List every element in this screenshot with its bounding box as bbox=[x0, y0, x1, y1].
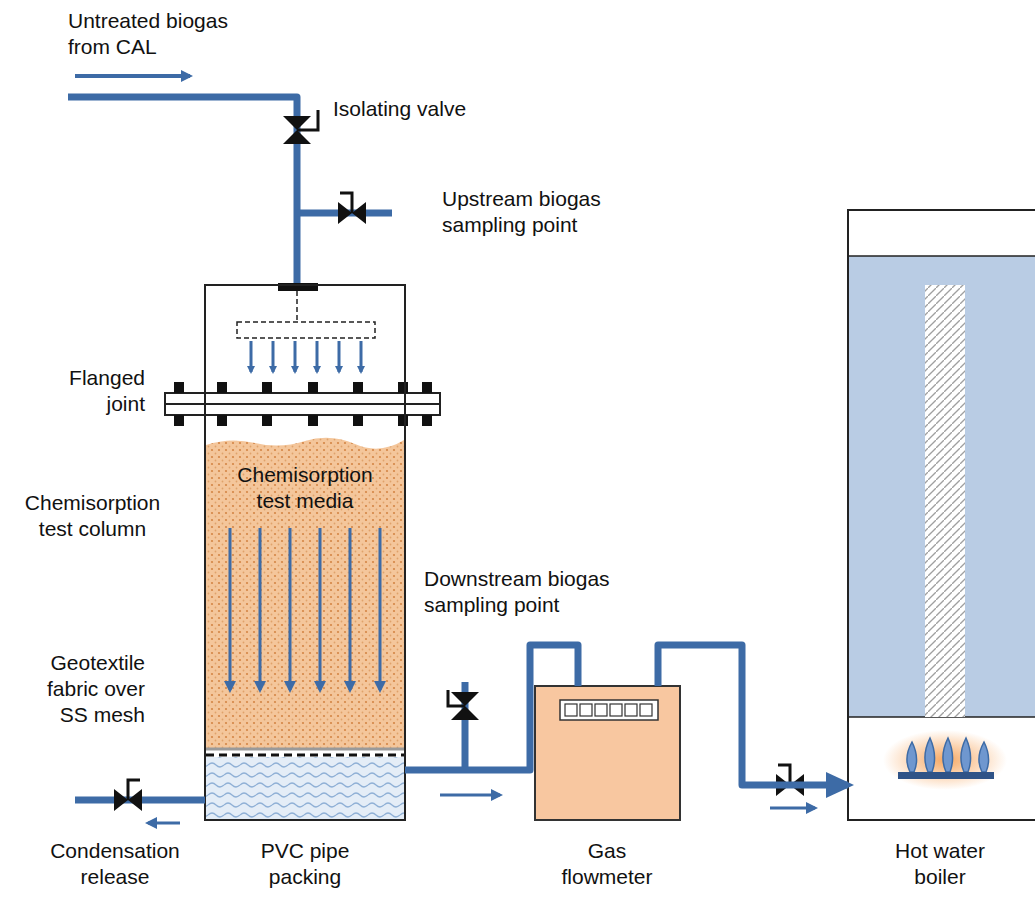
callout-label: Isolating valve bbox=[333, 96, 513, 122]
geotextile bbox=[206, 748, 404, 751]
gas-flowmeter: Gas flowmeter bbox=[535, 686, 680, 820]
burner-flames bbox=[907, 738, 989, 772]
burner-plate bbox=[898, 772, 994, 779]
distributor-pipe bbox=[296, 291, 298, 322]
callout-label: Downstream biogas sampling point bbox=[424, 566, 619, 618]
gas-pipe bbox=[658, 645, 854, 798]
callout-label: Upstream biogas sampling point bbox=[442, 186, 617, 238]
hot-water-boiler: Hot water boiler bbox=[848, 210, 1035, 820]
media-bed: Chemisorption test media bbox=[205, 440, 405, 750]
flow-arrow bbox=[75, 74, 190, 78]
flange-plate bbox=[165, 393, 440, 415]
boiler-line bbox=[849, 255, 1035, 257]
valve-handle bbox=[340, 193, 352, 213]
callout-label: PVC pipe packing bbox=[245, 838, 365, 890]
flow-arrows bbox=[230, 528, 380, 690]
flowmeter-body bbox=[535, 686, 680, 820]
node-label: Hot water boiler bbox=[885, 838, 995, 890]
boiler-casing bbox=[848, 210, 1035, 820]
pvc-packing bbox=[206, 757, 404, 819]
valve-handle bbox=[128, 780, 140, 800]
media-fill bbox=[206, 438, 404, 748]
callout-label: Flanged joint bbox=[45, 365, 145, 417]
ss-mesh bbox=[206, 754, 404, 757]
display-digits bbox=[565, 704, 652, 716]
node-label: Chemisorption test media bbox=[225, 462, 385, 514]
flow-arrow bbox=[148, 822, 180, 825]
boiler-flue bbox=[925, 285, 965, 717]
boiler-water bbox=[849, 256, 1035, 717]
callout-label: Geotextile fabric over SS mesh bbox=[25, 650, 145, 728]
valve-handle bbox=[297, 110, 318, 130]
column-shell bbox=[205, 285, 405, 820]
node-label: Chemisorption test column bbox=[10, 490, 175, 542]
node-label: Gas flowmeter bbox=[552, 838, 662, 890]
callout-label: Condensation release bbox=[40, 838, 190, 890]
column-outline bbox=[205, 285, 405, 820]
inlet-pipe bbox=[68, 97, 297, 287]
flow-arrow bbox=[440, 794, 500, 797]
distributor bbox=[237, 322, 375, 338]
test-column: Chemisorption test columnChemisorption t… bbox=[205, 285, 405, 820]
flange-bolts bbox=[174, 382, 432, 426]
distribution-arrows bbox=[251, 341, 361, 372]
gas-pipe bbox=[405, 645, 578, 770]
valve-handle bbox=[448, 690, 465, 706]
callout-label: Untreated biogas from CAL bbox=[68, 8, 253, 60]
flame-glow bbox=[883, 730, 1007, 790]
flow-arrow bbox=[770, 807, 815, 810]
flange-joint-line bbox=[165, 403, 440, 405]
flowmeter-display bbox=[560, 700, 658, 720]
